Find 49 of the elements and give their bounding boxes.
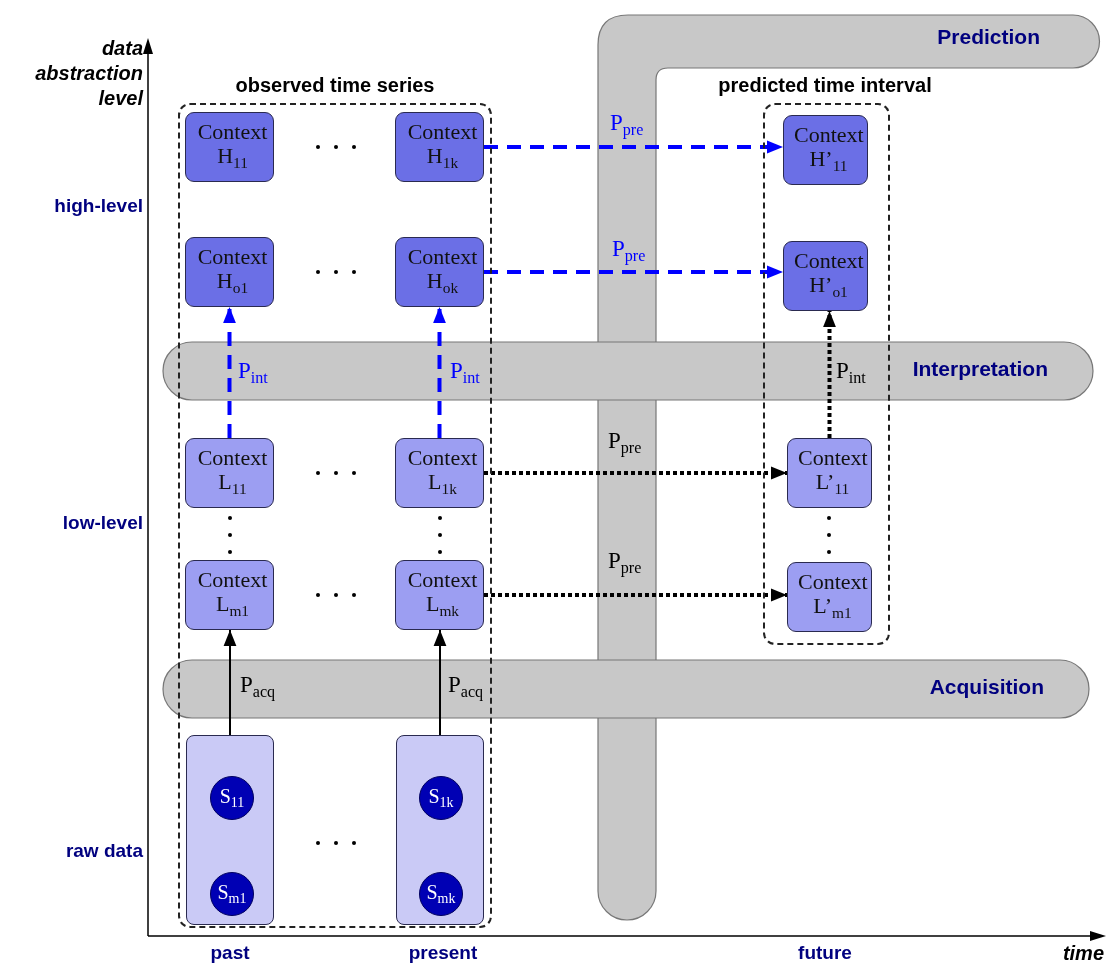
sensor-circle: S$_{mk}$ xyxy=(419,872,463,916)
edge-label: P$_{pre}$ xyxy=(608,428,642,457)
edge-label: P$_{int}$ xyxy=(450,358,480,387)
group-heading: observed time series xyxy=(234,74,436,97)
edge-label: P$_{pre}$ xyxy=(610,110,644,139)
band-label: Prediction xyxy=(937,25,1040,49)
context-box: Context L$_{mk}$ xyxy=(395,560,484,630)
context-box: Context H’$_{o1}$ xyxy=(783,241,868,311)
arrow xyxy=(484,265,783,279)
sensor-circle: S$_{m1}$ xyxy=(210,872,254,916)
axis-title: data abstraction level xyxy=(34,36,143,111)
context-box: Context H$_{ok}$ xyxy=(395,237,484,307)
level-label: raw data xyxy=(64,840,143,862)
arrow xyxy=(484,588,787,602)
level-label: high-level xyxy=(53,195,143,217)
edge-label: P$_{pre}$ xyxy=(612,236,646,265)
edge-label: P$_{pre}$ xyxy=(608,548,642,577)
context-box: Context L’$_{11}$ xyxy=(787,438,872,508)
arrow xyxy=(484,140,783,154)
edge-label: P$_{acq}$ xyxy=(240,672,276,701)
time-label: present xyxy=(407,942,479,964)
edge-label: P$_{acq}$ xyxy=(448,672,484,701)
sensor-circle: S$_{11}$ xyxy=(210,776,254,820)
time-label: time xyxy=(1061,942,1104,965)
arrow xyxy=(823,311,836,438)
band-label: Interpretation xyxy=(912,357,1048,381)
time-label: past xyxy=(209,942,251,964)
arrow xyxy=(223,307,236,438)
sensor-panel xyxy=(396,735,484,925)
context-box: Context H’$_{11}$ xyxy=(783,115,868,185)
band-label: Acquisition xyxy=(929,675,1044,699)
arrow xyxy=(484,466,787,480)
context-box: Context L’$_{m1}$ xyxy=(787,562,872,632)
context-box: Context H$_{11}$ xyxy=(185,112,274,182)
arrow xyxy=(433,307,446,438)
edge-label: P$_{int}$ xyxy=(836,358,866,387)
group-heading: predicted time interval xyxy=(717,74,933,97)
level-label: low-level xyxy=(61,512,143,534)
context-box: Context H$_{1k}$ xyxy=(395,112,484,182)
context-box: Context L$_{11}$ xyxy=(185,438,274,508)
arrow xyxy=(223,629,237,736)
time-label: future xyxy=(797,942,853,964)
context-box: Context H$_{o1}$ xyxy=(185,237,274,307)
arrow xyxy=(433,629,447,736)
sensor-circle: S$_{1k}$ xyxy=(419,776,463,820)
context-box: Context L$_{1k}$ xyxy=(395,438,484,508)
context-box: Context L$_{m1}$ xyxy=(185,560,274,630)
sensor-panel xyxy=(186,735,274,925)
edge-label: P$_{int}$ xyxy=(238,358,268,387)
